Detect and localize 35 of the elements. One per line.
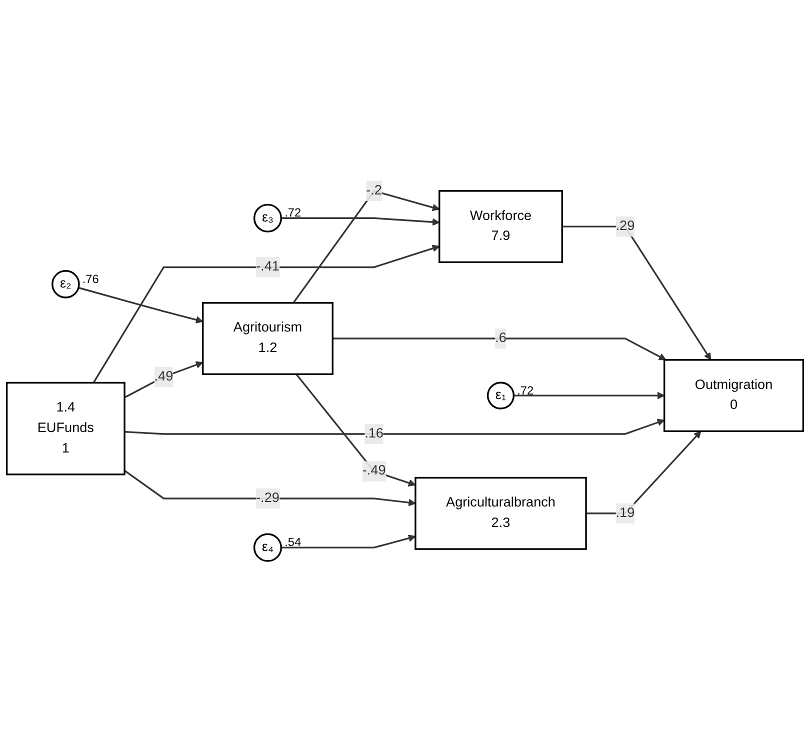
arrow [332,338,666,360]
edge-label: -.29 [256,490,280,506]
edge-label: .29 [616,219,635,234]
variance-value: .72 [284,206,302,220]
edge-label: -.2 [366,183,382,198]
variance-value: .72 [517,384,534,398]
arrow [514,392,665,400]
node-box: Outmigration 0 [663,359,804,432]
edge-label: -.41 [256,260,280,274]
edge-label: .6 [495,330,506,346]
edge-label: .16 [364,426,384,441]
arrow [124,470,416,506]
arrow [78,287,204,324]
node-box: Agritourism 1.2 [202,302,334,376]
arrow [281,217,440,226]
node-circle: ε₂ [52,270,80,298]
arrow [292,190,440,304]
node-box: 1.4 EUFunds 1 [6,382,126,476]
arrow [562,226,712,360]
arrow [124,361,204,398]
node-box: Workforce 7.9 [438,190,563,264]
arrow [281,534,416,549]
arrow [124,418,665,435]
variance-value: .76 [82,272,99,286]
arrow [586,430,702,514]
node-circle: ε₄ [253,533,282,562]
node-circle: ε₁ [486,382,515,410]
edge-label: .49 [154,369,174,384]
node-box: Agriculturalbranch 2.3 [414,477,587,550]
variance-value: .54 [284,535,302,550]
arrow [92,244,440,384]
node-circle: ε₃ [253,204,282,233]
arrow [296,374,416,487]
edge-label: .19 [616,506,635,520]
edge-label: -.49 [362,464,386,478]
